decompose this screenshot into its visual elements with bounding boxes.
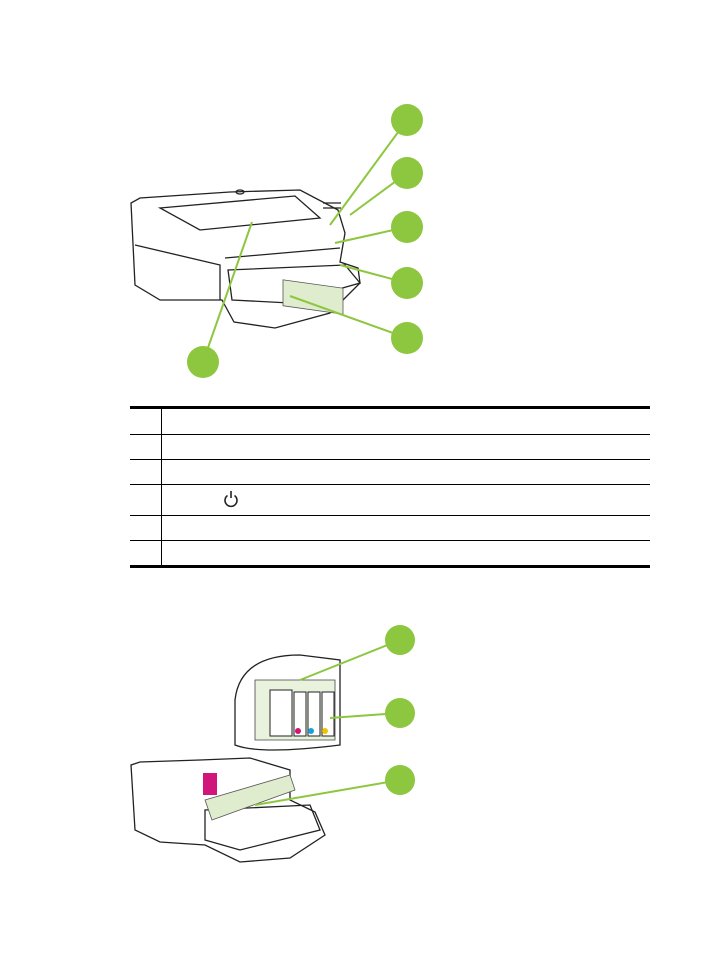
callouts-top xyxy=(187,104,423,378)
table-row xyxy=(130,485,650,516)
callout-lines xyxy=(202,119,408,363)
row-number-cell xyxy=(130,516,162,540)
callout-3 xyxy=(385,765,415,795)
power-icon xyxy=(224,491,238,508)
table-row xyxy=(130,516,650,541)
callout-2 xyxy=(385,698,415,728)
row-number-cell xyxy=(130,485,162,515)
row-number-cell xyxy=(130,541,162,565)
row-number-cell xyxy=(130,409,162,434)
row-number-cell xyxy=(130,435,162,459)
callout-3 xyxy=(391,211,423,243)
table-row xyxy=(130,435,650,460)
row-number-cell xyxy=(130,460,162,484)
table-row xyxy=(130,541,650,568)
callout-1 xyxy=(391,104,423,136)
callouts-bottom xyxy=(385,625,415,795)
parts-table xyxy=(130,406,650,568)
table-row xyxy=(130,460,650,485)
magenta-cartridge xyxy=(203,773,217,795)
callout-1 xyxy=(385,625,415,655)
printer-ink-access-illustration xyxy=(130,654,341,863)
paper-guide xyxy=(282,279,344,315)
callout-6 xyxy=(187,346,219,378)
callout-2 xyxy=(391,157,423,189)
table-row xyxy=(130,406,650,435)
callout-5 xyxy=(391,322,423,354)
callout-4 xyxy=(391,267,423,299)
